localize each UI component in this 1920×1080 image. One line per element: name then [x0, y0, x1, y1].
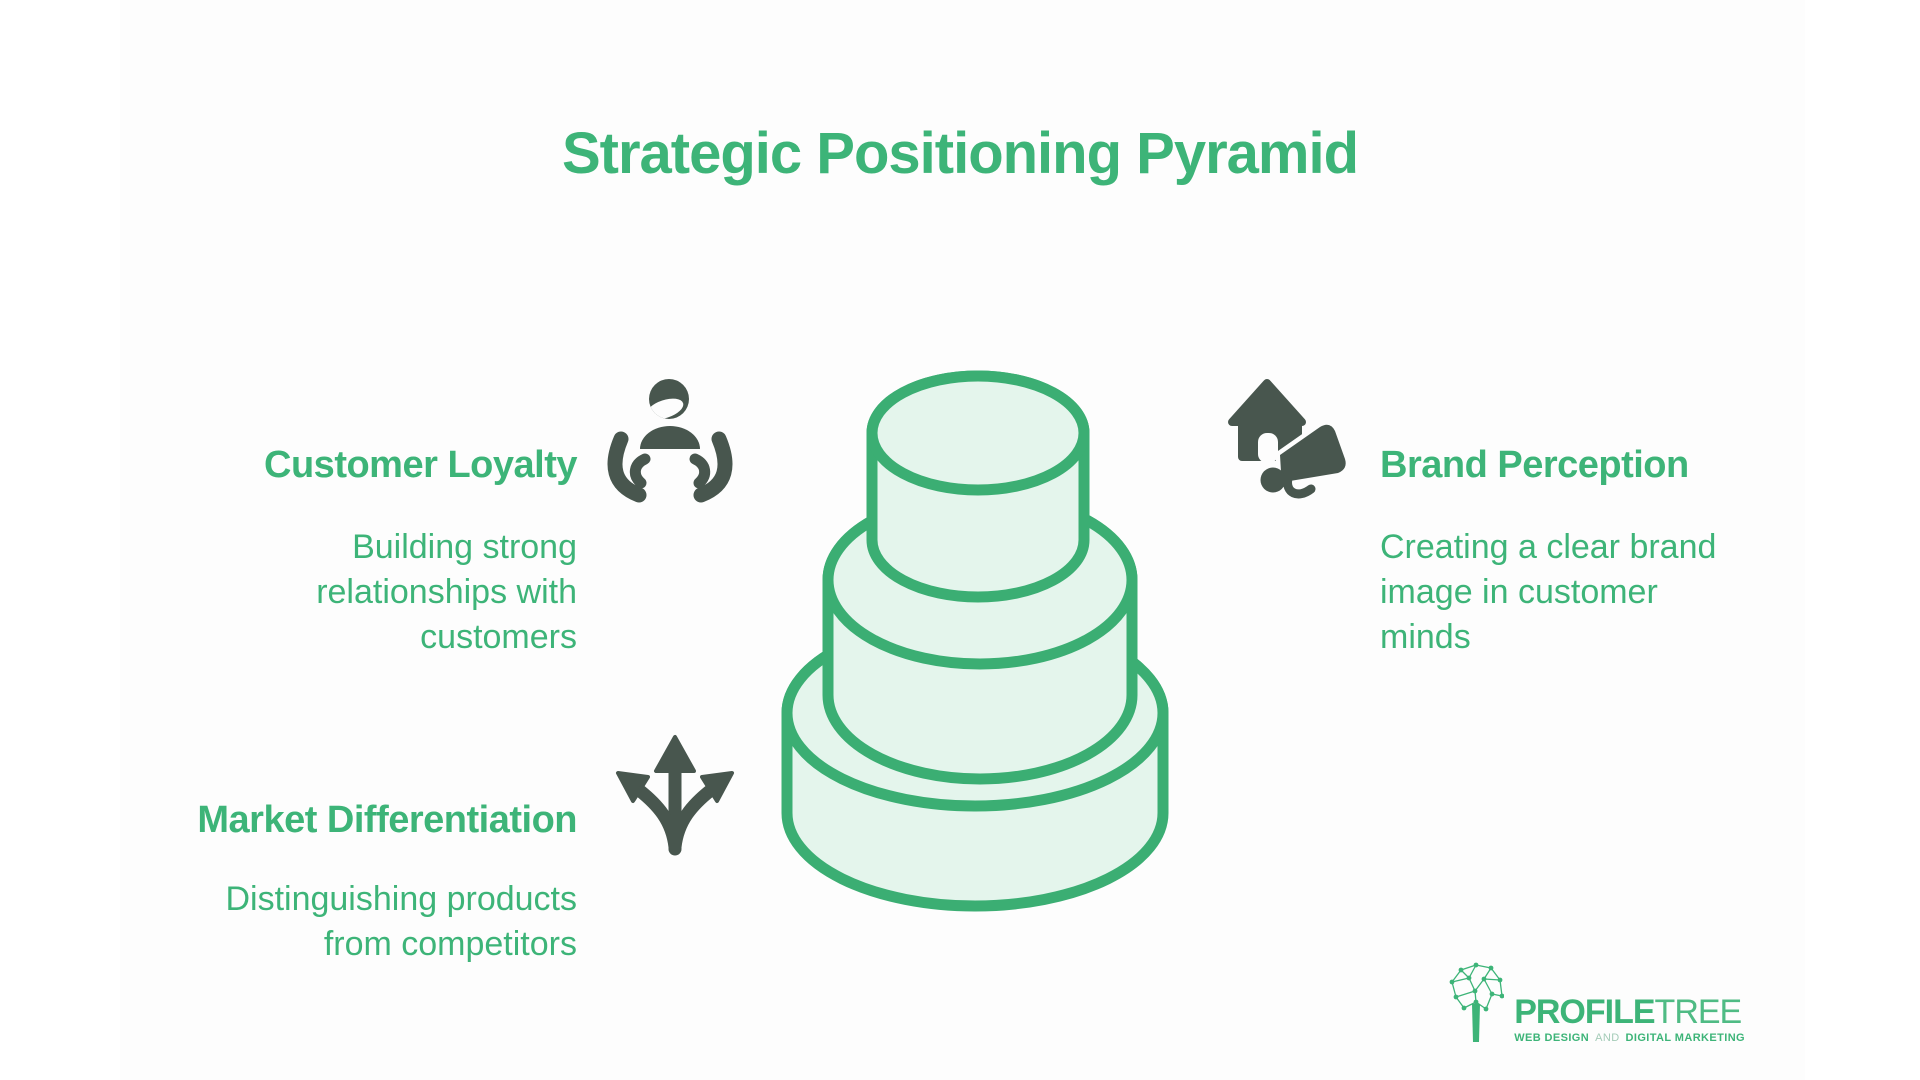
tagline-and: AND: [1595, 1032, 1620, 1044]
customer-loyalty-description: Building strong relationships with custo…: [316, 528, 577, 656]
section-market-differentiation: Market Differentiation Distinguishing pr…: [197, 796, 577, 967]
market-differentiation-heading: Market Differentiation: [197, 799, 577, 841]
person-in-cupped-hands-icon: [607, 379, 733, 503]
profiletree-logo: PROFILETREE WEB DESIGN AND DIGITAL MARKE…: [1448, 960, 1745, 1044]
brand-perception-heading: Brand Perception: [1380, 444, 1689, 486]
house-megaphone-icon: [1228, 379, 1350, 501]
logo-tagline: WEB DESIGN AND DIGITAL MARKETING: [1514, 1032, 1745, 1044]
network-tree-icon: [1449, 962, 1505, 1042]
three-way-branching-arrow-icon: [616, 735, 734, 856]
tagline-digital-marketing: DIGITAL MARKETING: [1625, 1032, 1745, 1044]
customer-loyalty-heading: Customer Loyalty: [264, 444, 577, 486]
market-differentiation-description: Distinguishing products from competitors: [225, 880, 577, 963]
section-customer-loyalty: Customer Loyalty Building strong relatio…: [264, 441, 577, 660]
pyramid-three-tier-cylinder-graphic: [781, 370, 1169, 912]
section-brand-perception: Brand Perception Creating a clear brand …: [1380, 441, 1716, 660]
logo-wordmark: PROFILETREE: [1514, 995, 1745, 1029]
page-title: Strategic Positioning Pyramid: [561, 121, 1359, 186]
logo-text-profile: PROFILE: [1514, 993, 1655, 1031]
tagline-web-design: WEB DESIGN: [1514, 1032, 1590, 1044]
brand-perception-description: Creating a clear brand image in customer…: [1380, 528, 1717, 656]
logo-text-tree: TREE: [1654, 993, 1743, 1031]
